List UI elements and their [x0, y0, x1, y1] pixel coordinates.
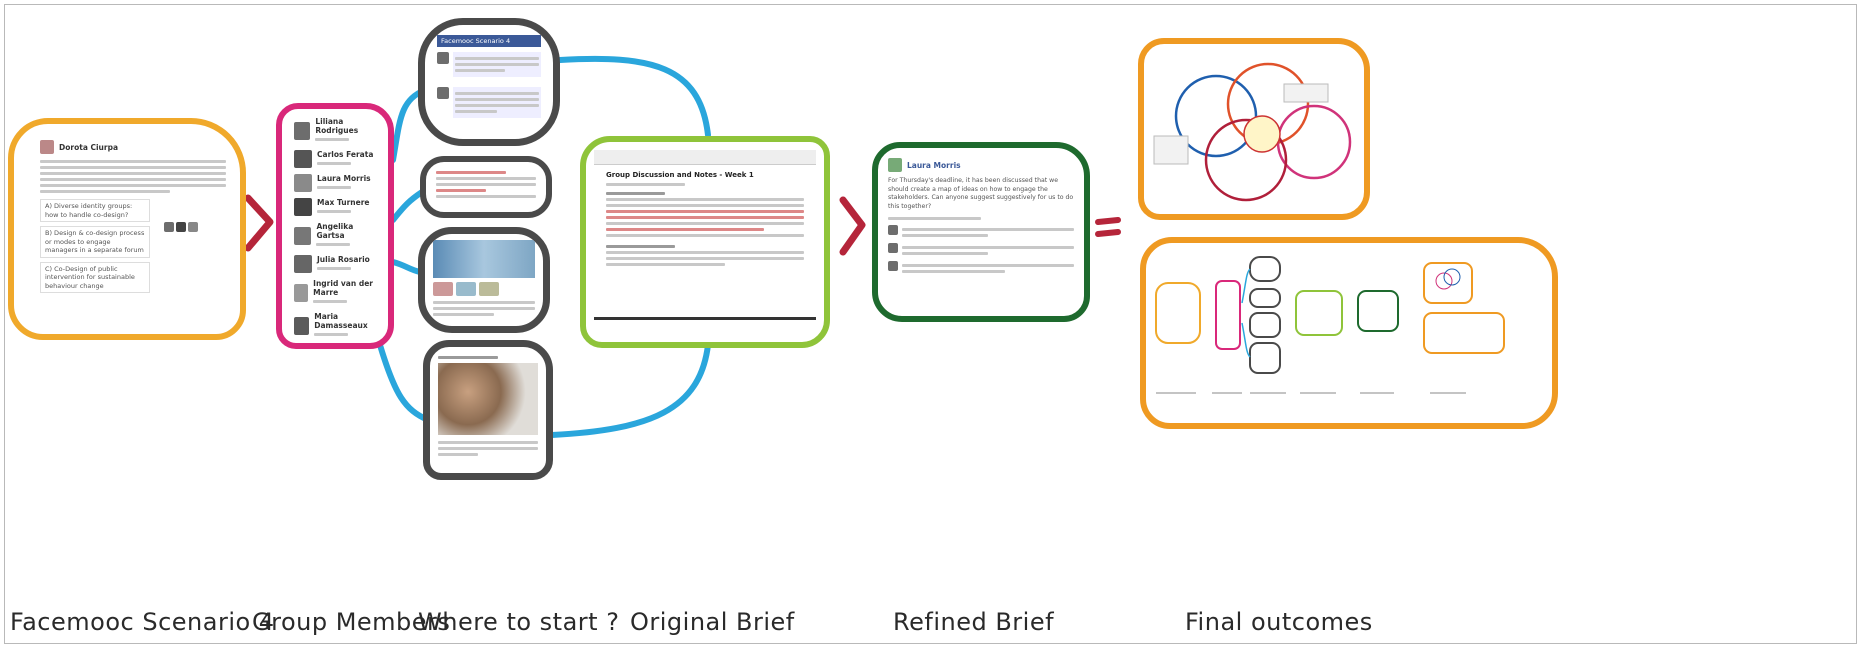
venn-diagram: [1153, 62, 1352, 202]
poll-option-1[interactable]: A) Diverse identity groups: how to handl…: [40, 199, 150, 222]
member-avatar: [294, 174, 312, 192]
outcome-overview-card: [1140, 237, 1558, 429]
poll-option-2[interactable]: B) Design & co-design process or modes t…: [40, 226, 150, 258]
doc-title: Group Discussion and Notes - Week 1: [606, 171, 754, 179]
start-screen-3: [418, 227, 550, 333]
banner-image: [433, 240, 535, 278]
equals-bottom: [1095, 229, 1121, 237]
refined-brief-card: Laura Morris For Thursday's deadline, it…: [872, 142, 1090, 322]
post-author[interactable]: Dorota Ciurpa: [59, 142, 119, 152]
connector-3: [390, 259, 423, 275]
arrow-1: [244, 194, 274, 252]
equals-top: [1095, 217, 1121, 225]
meeting-photo: [438, 363, 538, 435]
member-subtitle-placeholder: [313, 300, 348, 303]
member-subtitle-placeholder: [317, 186, 351, 189]
window-title: Facemooc Scenario 4: [437, 35, 541, 47]
start-screen-2: [420, 156, 552, 218]
doc-toolbar: [594, 150, 816, 165]
caption-members: Group Members: [252, 608, 451, 636]
member-row[interactable]: Max Turnere: [294, 198, 382, 216]
start-screen-4: [423, 340, 553, 480]
member-subtitle-placeholder: [317, 162, 351, 165]
member-subtitle-placeholder: [315, 138, 350, 141]
member-name[interactable]: Julia Rosario: [317, 255, 370, 264]
arrow-2: [839, 196, 866, 256]
connector-bottom: [549, 342, 711, 438]
member-name[interactable]: Max Turnere: [317, 198, 370, 207]
member-avatar: [294, 198, 312, 216]
caption-original: Original Brief: [630, 608, 795, 636]
member-subtitle-placeholder: [316, 243, 351, 246]
caption-refined: Refined Brief: [893, 608, 1055, 636]
outcome-venn-card: [1138, 38, 1370, 220]
member-avatar: [294, 226, 312, 245]
poll-avatars: [164, 222, 198, 232]
member-name[interactable]: Carlos Ferata: [317, 150, 374, 159]
connector-4: [377, 342, 431, 423]
member-row[interactable]: Liliana Rodrigues: [294, 117, 382, 144]
caption-scenario: Facemooc Scenario 4: [10, 608, 275, 636]
connector-top: [557, 55, 711, 138]
member-row[interactable]: Carlos Ferata: [294, 150, 382, 168]
post-header: Dorota Ciurpa: [40, 140, 226, 154]
caption-outcomes: Final outcomes: [1185, 608, 1373, 636]
member-subtitle-placeholder: [314, 333, 349, 336]
member-avatar: [294, 283, 309, 302]
member-avatar: [294, 121, 311, 140]
post-body: [40, 160, 226, 193]
start-screen-1: Facemooc Scenario 4: [418, 18, 560, 146]
scenario-card: Dorota Ciurpa A) Diverse identity groups…: [8, 118, 246, 340]
member-avatar: [294, 150, 312, 168]
member-row[interactable]: Ingrid van der Marre: [294, 279, 382, 306]
member-subtitle-placeholder: [317, 210, 351, 213]
member-name[interactable]: Laura Morris: [317, 174, 371, 183]
member-name[interactable]: Liliana Rodrigues: [315, 117, 359, 135]
caption-start: Where to start ?: [418, 608, 620, 636]
member-name[interactable]: Ingrid van der Marre: [313, 279, 373, 297]
overview-diagram: [1155, 256, 1505, 394]
member-avatar: [294, 255, 312, 273]
member-row[interactable]: Julia Rosario: [294, 255, 382, 273]
member-name[interactable]: Maria Damasseaux: [314, 312, 368, 330]
member-row[interactable]: Maria Damasseaux: [294, 312, 382, 339]
refined-author[interactable]: Laura Morris: [907, 160, 961, 170]
member-name[interactable]: Angelika Gartsa: [316, 222, 354, 240]
figure-frame: [4, 4, 1857, 644]
member-row[interactable]: Laura Morris: [294, 174, 382, 192]
member-row[interactable]: Angelika Gartsa: [294, 222, 382, 249]
member-subtitle-placeholder: [317, 267, 351, 270]
avatar: [40, 140, 54, 154]
connector-2: [390, 189, 425, 223]
doc-scrollbar: [594, 317, 816, 320]
refined-text: For Thursday's deadline, it has been dis…: [888, 177, 1074, 210]
member-avatar: [294, 316, 310, 335]
poll-option-3[interactable]: C) Co-Design of public intervention for …: [40, 261, 150, 293]
original-brief-card: Group Discussion and Notes - Week 1: [580, 136, 830, 348]
